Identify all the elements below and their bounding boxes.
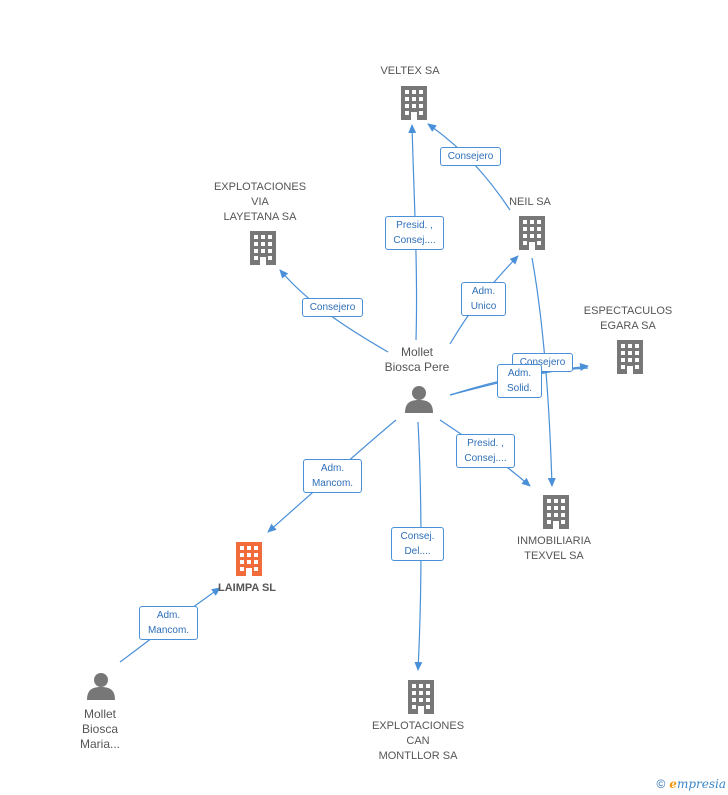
node-mollet-maria[interactable]: Mollet Biosca Maria... — [79, 707, 120, 751]
edge-label-consejero-neil-veltex[interactable]: Consejero — [440, 147, 501, 166]
edge-label-presid-veltex[interactable]: Presid. , Consej.... — [385, 216, 444, 250]
edge-neil-veltex — [427, 123, 511, 211]
building-icon[interactable] — [236, 542, 262, 576]
node-mollet-pere[interactable]: Mollet Biosca Pere — [384, 345, 450, 374]
building-icon[interactable] — [408, 680, 434, 714]
node-laimpa[interactable]: LAIMPA SL — [217, 582, 277, 594]
edge-label-consejero-via[interactable]: Consejero — [302, 298, 363, 317]
edge-label-adm-unico-neil[interactable]: Adm. Unico — [461, 282, 506, 316]
edge-neil-inmob — [531, 257, 556, 487]
node-neil[interactable]: NEIL SA — [509, 196, 551, 208]
edge-label-adm-mancom-laimpa[interactable]: Adm. Mancom. — [303, 459, 362, 493]
edge-label-adm-mancom-maria[interactable]: Adm. Mancom. — [139, 606, 198, 640]
person-icon[interactable] — [405, 386, 433, 413]
copyright-symbol: © — [656, 777, 666, 791]
edge-label-adm-solid-espect[interactable]: Adm. Solid. — [497, 364, 542, 398]
building-icon[interactable] — [543, 495, 569, 529]
brand-logo: empresia — [669, 777, 726, 791]
building-icon[interactable] — [250, 231, 276, 265]
building-icon[interactable] — [401, 86, 427, 120]
empresia-watermark: ©empresia — [656, 777, 726, 791]
node-veltex[interactable]: VELTEX SA — [380, 65, 440, 77]
node-explotaciones-can[interactable]: EXPLOTACIONES CAN MONTLLOR SA — [371, 720, 465, 762]
edge-label-consej-del-can[interactable]: Consej. Del.... — [391, 527, 444, 561]
node-espectaculos[interactable]: ESPECTACULOS EGARA SA — [583, 305, 673, 332]
node-inmobiliaria[interactable]: INMOBILIARIA TEXVEL SA — [517, 535, 591, 562]
person-icon[interactable] — [87, 673, 115, 700]
building-icon[interactable] — [617, 340, 643, 374]
edge-label-presid-inmob[interactable]: Presid. , Consej.... — [456, 434, 515, 468]
node-explotaciones-via[interactable]: EXPLOTACIONES VIA LAYETANA SA — [213, 181, 307, 223]
building-icon[interactable] — [519, 216, 545, 250]
